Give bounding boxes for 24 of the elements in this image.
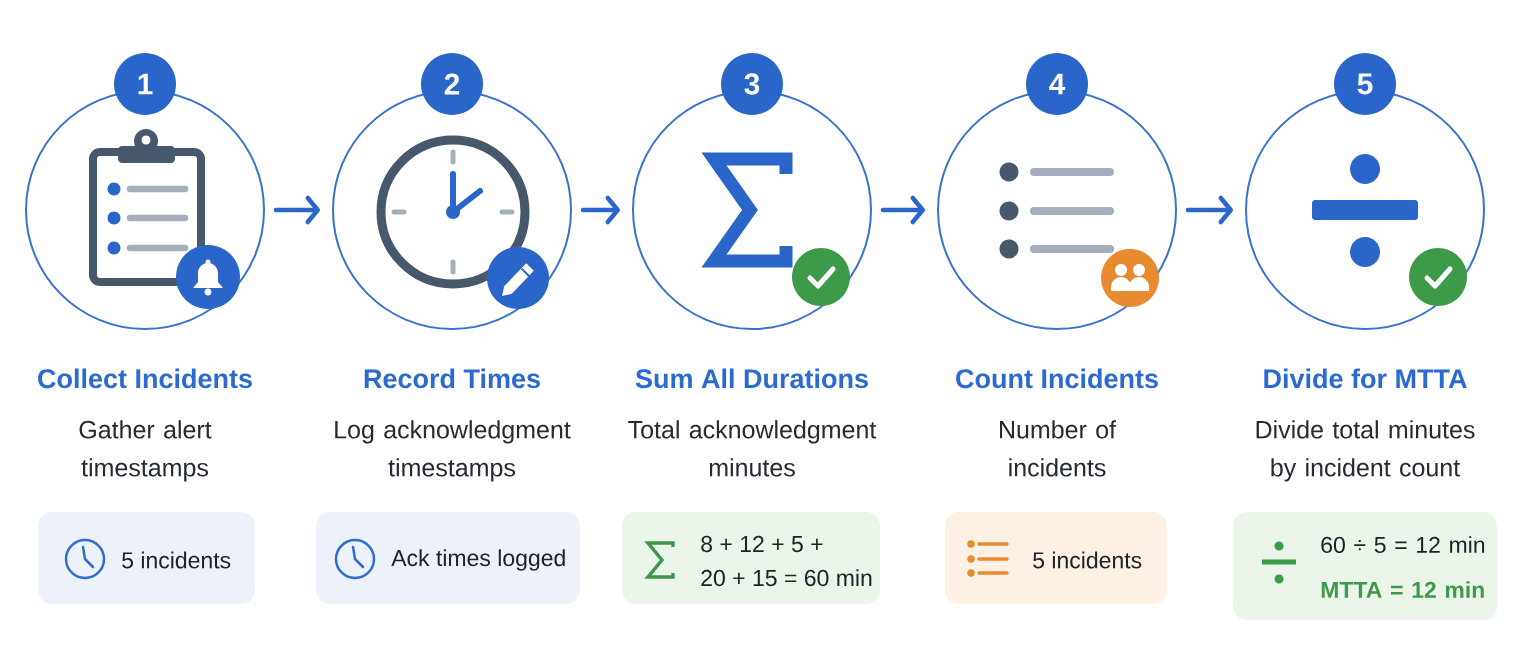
info-card: 60 ÷ 5 = 12 min MTTA = 12 min	[1233, 512, 1497, 620]
step-number-badge: 1	[114, 53, 176, 115]
step-number-badge: 3	[721, 53, 783, 115]
info-card: 5 incidents	[38, 512, 255, 604]
step-number-badge: 2	[421, 53, 483, 115]
step-title: Collect Incidents	[38, 368, 252, 389]
info-card: Ack times logged	[316, 512, 580, 604]
step-title: Record Times	[364, 368, 540, 389]
info-card: 5 incidents	[945, 512, 1167, 604]
arrow	[273, 195, 320, 225]
step-title: Divide for MTTA	[1264, 368, 1467, 389]
step-description: Divide total minutes by incident count	[1256, 420, 1475, 482]
arrow	[880, 195, 925, 225]
info-card: 8 + 12 + 5 + 20 + 15 = 60 min	[622, 512, 880, 604]
step-number-badge: 4	[1026, 53, 1088, 115]
step-description: Gather alert timestamps	[79, 420, 212, 482]
arrow	[580, 195, 620, 225]
arrow	[1185, 195, 1233, 225]
step-number-badge: 5	[1334, 53, 1396, 115]
step-description: Number of incidents	[1000, 420, 1117, 477]
step-title: Sum All Durations	[635, 368, 868, 389]
step-description: Total acknowledgment minutes	[628, 420, 877, 477]
step-title: Count Incidents	[956, 368, 1158, 389]
step-description: Log acknowledgment timestamps	[335, 420, 571, 482]
